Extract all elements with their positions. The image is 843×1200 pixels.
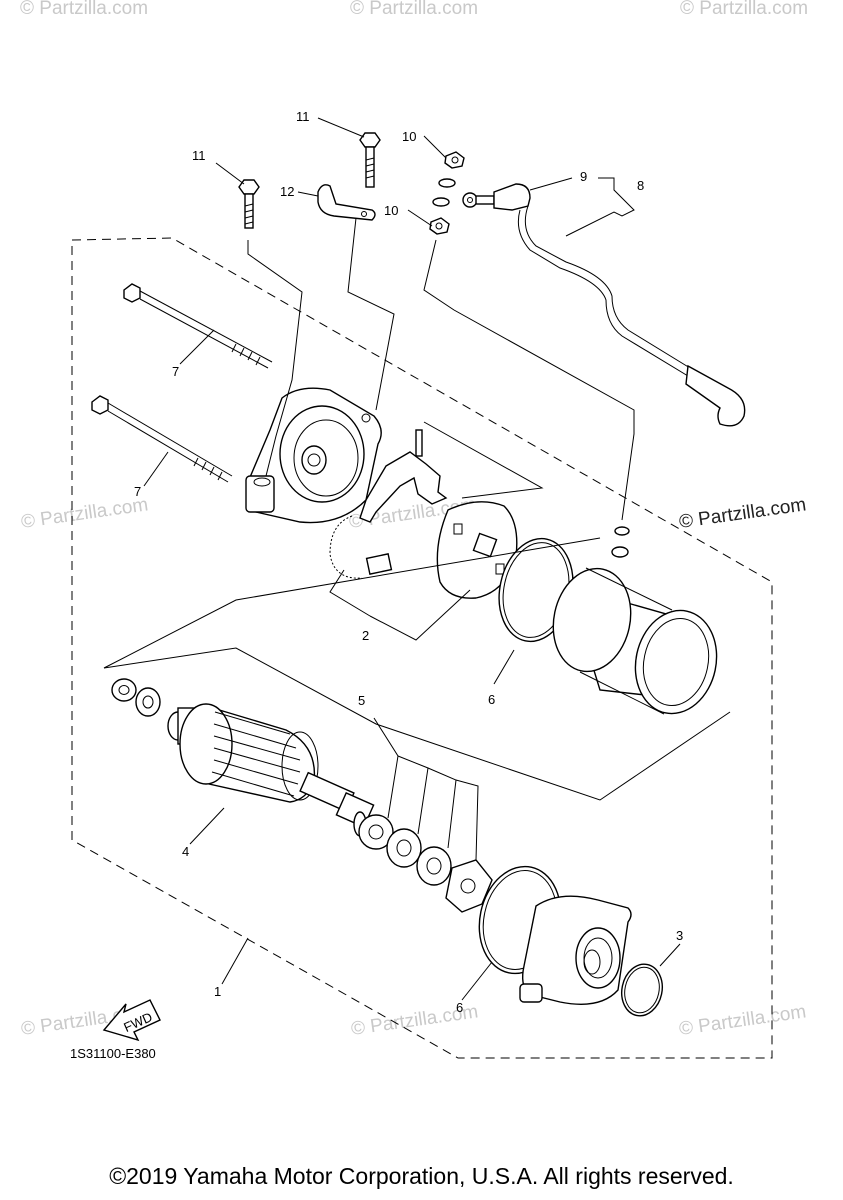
assembly-outline [71,237,773,1059]
watermark: © Partzilla.com [20,0,148,19]
bolt-11-right [359,132,381,188]
front-cover [519,895,632,1005]
callout-7: 7 [172,364,179,379]
callout-12: 12 [280,184,294,199]
yoke-housing [552,567,718,715]
callout-7: 7 [134,484,141,499]
callout-10: 10 [402,129,416,144]
parts-diagram: © Partzilla.com © Partzilla.com © Partzi… [20,0,808,1061]
watermark: © Partzilla.com [20,494,150,533]
washer [611,546,629,558]
callout-4: 4 [182,844,189,859]
washer [438,178,456,188]
watermark: © Partzilla.com [678,1001,808,1040]
washer [614,526,630,536]
through-bolt-7-upper [123,283,273,369]
callout-9: 9 [580,169,587,184]
watermark-brand: © Partzilla.com [678,494,808,533]
washer [111,678,137,702]
o-ring-3 [621,963,663,1017]
diagram-code: 1S31100-E380 [70,1046,156,1061]
callout-1: 1 [214,984,221,999]
callout-5: 5 [358,693,365,708]
callout-10: 10 [384,203,398,218]
brush-holder-2 [329,429,518,599]
watermark: © Partzilla.com [350,0,478,19]
watermarks: © Partzilla.com © Partzilla.com © Partzi… [20,0,808,1040]
watermark: © Partzilla.com [680,0,808,19]
bolt-11-left [238,179,260,229]
nut-10-top [444,151,465,169]
callout-11: 11 [296,109,310,124]
copyright-notice: ©2019 Yamaha Motor Corporation, U.S.A. A… [109,1163,734,1189]
callout-2: 2 [362,628,369,643]
washer [432,197,450,207]
bracket-12 [317,184,376,221]
nut-10-bottom [429,217,450,235]
shims-5 [358,814,493,913]
callout-6: 6 [456,1000,463,1015]
callout-3: 3 [676,928,683,943]
rear-cover [245,387,382,524]
washer [135,687,161,717]
callouts: 11 11 12 10 10 9 8 7 7 2 6 5 4 3 1 6 [134,109,683,1015]
armature-4 [167,703,375,837]
callout-11: 11 [192,148,206,163]
lead-wire-8 [462,183,746,427]
through-bolt-7-lower [91,395,233,483]
leader-lines [103,117,731,1001]
callout-6: 6 [488,692,495,707]
callout-8: 8 [637,178,644,193]
